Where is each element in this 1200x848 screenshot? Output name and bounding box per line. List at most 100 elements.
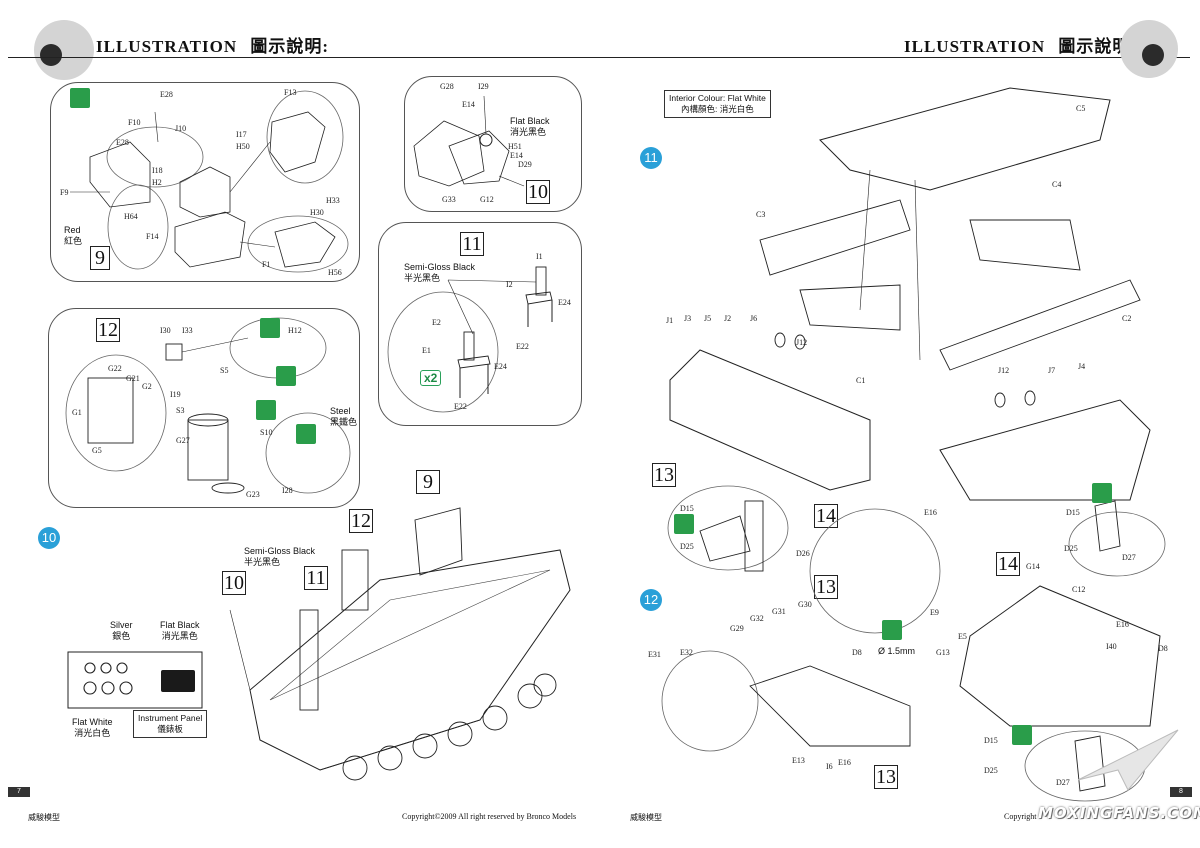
part-label: D15 bbox=[984, 736, 998, 745]
step-number-box: 10 bbox=[526, 180, 550, 204]
part-label: E28 bbox=[116, 138, 129, 147]
part-label: E16 bbox=[924, 508, 937, 517]
part-label: G29 bbox=[730, 624, 744, 633]
part-label: H30 bbox=[310, 208, 324, 217]
color-note-en: Red bbox=[64, 225, 81, 235]
part-label: G30 bbox=[798, 600, 812, 609]
step-number-box: 11 bbox=[460, 232, 484, 256]
part-label: F13 bbox=[284, 88, 297, 97]
step-9-drawing bbox=[70, 90, 349, 273]
header-decoration-dark bbox=[1142, 44, 1164, 66]
callout-box: 13 bbox=[874, 765, 898, 789]
color-note-flat-white: Flat White 消光白色 bbox=[72, 717, 113, 739]
header-title: ILLUSTRATION 圖示說明: bbox=[904, 32, 1137, 57]
part-label: E24 bbox=[558, 298, 571, 307]
color-note-en: Flat White bbox=[72, 717, 113, 727]
hull-assembly-drawing bbox=[229, 507, 571, 781]
part-label: E9 bbox=[930, 608, 939, 617]
step-number-box: 12 bbox=[96, 318, 120, 342]
part-label: I29 bbox=[478, 82, 489, 91]
callout-box: 10 bbox=[222, 571, 246, 595]
color-note-cn: 半光黑色 bbox=[404, 273, 441, 283]
part-label: G27 bbox=[176, 436, 190, 445]
caption-cn: 儀錶板 bbox=[157, 724, 183, 734]
glue-icon bbox=[1012, 725, 1032, 745]
part-label: E28 bbox=[160, 90, 173, 99]
part-label: C12 bbox=[1072, 585, 1086, 594]
part-label: F1 bbox=[262, 260, 271, 269]
part-label: D25 bbox=[680, 542, 694, 551]
part-label: E16 bbox=[1116, 620, 1129, 629]
part-label: C3 bbox=[756, 210, 766, 219]
footer-copyright: Copyright bbox=[1004, 812, 1037, 821]
part-label: I6 bbox=[826, 762, 833, 771]
part-label: J4 bbox=[1078, 362, 1086, 371]
part-label: H33 bbox=[326, 196, 340, 205]
drill-icon bbox=[276, 366, 296, 386]
color-note-en: Flat Black bbox=[510, 116, 550, 126]
part-label: F10 bbox=[128, 118, 141, 127]
part-label: J5 bbox=[704, 314, 712, 323]
drill-icon bbox=[260, 318, 280, 338]
part-label: I18 bbox=[152, 166, 163, 175]
part-label: J1 bbox=[666, 316, 674, 325]
part-label: I17 bbox=[236, 130, 247, 139]
part-label: J7 bbox=[1048, 366, 1056, 375]
header-title-cn: 圖示說明: bbox=[1058, 37, 1138, 56]
part-label: E24 bbox=[494, 362, 507, 371]
header-title-en: ILLUSTRATION bbox=[96, 37, 238, 56]
glue-icon bbox=[1092, 483, 1112, 503]
part-label: F9 bbox=[60, 188, 69, 197]
part-label: G5 bbox=[92, 446, 102, 455]
part-label: E16 bbox=[838, 758, 851, 767]
part-label: J3 bbox=[684, 314, 692, 323]
interior-colour-note: Interior Colour: Flat White 內構顏色: 消光白色 bbox=[664, 90, 771, 118]
note-cn: 內構顏色: 消光白色 bbox=[681, 104, 754, 114]
color-note-cn: 黑鐵色 bbox=[330, 417, 358, 427]
drill-size-note: Ø 1.5mm bbox=[878, 646, 916, 656]
part-label: J6 bbox=[750, 314, 758, 323]
part-label: E22 bbox=[516, 342, 529, 351]
callout-box: 13 bbox=[814, 575, 838, 599]
page-number: 7 bbox=[8, 787, 30, 797]
part-label: C1 bbox=[856, 376, 866, 385]
color-note-red: Red 紅色 bbox=[64, 225, 82, 247]
part-label: D27 bbox=[1122, 553, 1136, 562]
step-11-panel bbox=[378, 222, 582, 426]
footer-copyright: Copyright©2009 All right reserved by Bro… bbox=[402, 812, 577, 821]
footer-brand: 威駿模型 bbox=[28, 813, 60, 822]
header-title: ILLUSTRATION 圖示說明: bbox=[96, 32, 329, 57]
step-12-drawing bbox=[65, 317, 351, 494]
part-label: I40 bbox=[1106, 642, 1117, 651]
part-label: G12 bbox=[480, 195, 494, 204]
part-label: G13 bbox=[936, 648, 950, 657]
step-number-badge: 10 bbox=[38, 527, 60, 549]
part-label: H51 bbox=[508, 142, 522, 151]
part-label: H12 bbox=[288, 326, 302, 335]
part-label: D26 bbox=[796, 549, 810, 558]
left-page: ILLUSTRATION 圖示說明: E28 F10 J10 E28 I18 H… bbox=[8, 20, 600, 822]
part-label: S5 bbox=[220, 366, 229, 375]
glue-icon bbox=[70, 88, 90, 108]
drill-icon bbox=[256, 400, 276, 420]
callout-box: 14 bbox=[996, 552, 1020, 576]
part-label: S3 bbox=[176, 406, 185, 415]
part-label: I1 bbox=[536, 252, 543, 261]
step-number-badge: 12 bbox=[640, 589, 662, 611]
callout-box: 13 bbox=[652, 463, 676, 487]
part-label: E1 bbox=[422, 346, 431, 355]
part-label: G21 bbox=[126, 374, 140, 383]
part-label: D15 bbox=[1066, 508, 1080, 517]
part-label: H50 bbox=[236, 142, 250, 151]
color-note-cn: 紅色 bbox=[64, 236, 83, 246]
color-note-en: Semi-Gloss Black bbox=[404, 262, 476, 272]
page-number: 8 bbox=[1170, 787, 1192, 797]
glue-icon bbox=[882, 620, 902, 640]
part-label: J12 bbox=[796, 338, 808, 347]
watermark-text: MOXINGFANS.COM bbox=[1038, 804, 1200, 822]
watermark-logo-icon bbox=[1077, 729, 1179, 791]
part-label: G22 bbox=[108, 364, 122, 373]
color-note-cn: 半光黑色 bbox=[244, 557, 281, 567]
part-label: D25 bbox=[1064, 544, 1078, 553]
part-label: I33 bbox=[182, 326, 193, 335]
